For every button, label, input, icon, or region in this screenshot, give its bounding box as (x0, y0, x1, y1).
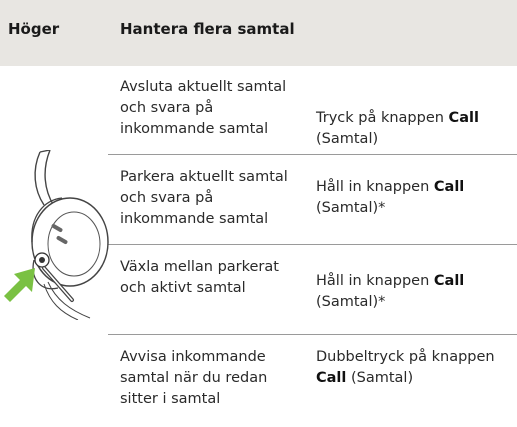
row-3-instruction: Håll in knappen Call (Samtal)* (316, 273, 465, 310)
header-manage-calls: Hantera flera samtal (120, 20, 295, 38)
row-2-instruction: Håll in knappen Call (Samtal)* (316, 179, 465, 216)
headset-illustration-svg (4, 149, 109, 321)
row-divider (108, 154, 517, 155)
table-header: Höger Hantera flera samtal (0, 0, 517, 66)
row-4-action: Avvisa inkommande samtal när du redan si… (120, 349, 268, 407)
headset-earcup-illustration (0, 149, 110, 321)
row-4-instruction: Dubbeltryck på knappen Call (Samtal) (316, 349, 495, 386)
row-1-action: Avsluta aktuellt samtal och svara på ink… (120, 79, 287, 137)
green-arrow-icon (4, 268, 35, 302)
row-1-instruction: Tryck på knappen Call (Samtal) (316, 110, 479, 147)
row-2-action: Parkera aktuellt samtal och svara på ink… (120, 169, 288, 227)
row-divider (108, 334, 517, 335)
header-side: Höger (8, 20, 60, 38)
row-3-action: Växla mellan parkerat och aktivt samtal (120, 259, 279, 296)
row-divider (108, 244, 517, 245)
